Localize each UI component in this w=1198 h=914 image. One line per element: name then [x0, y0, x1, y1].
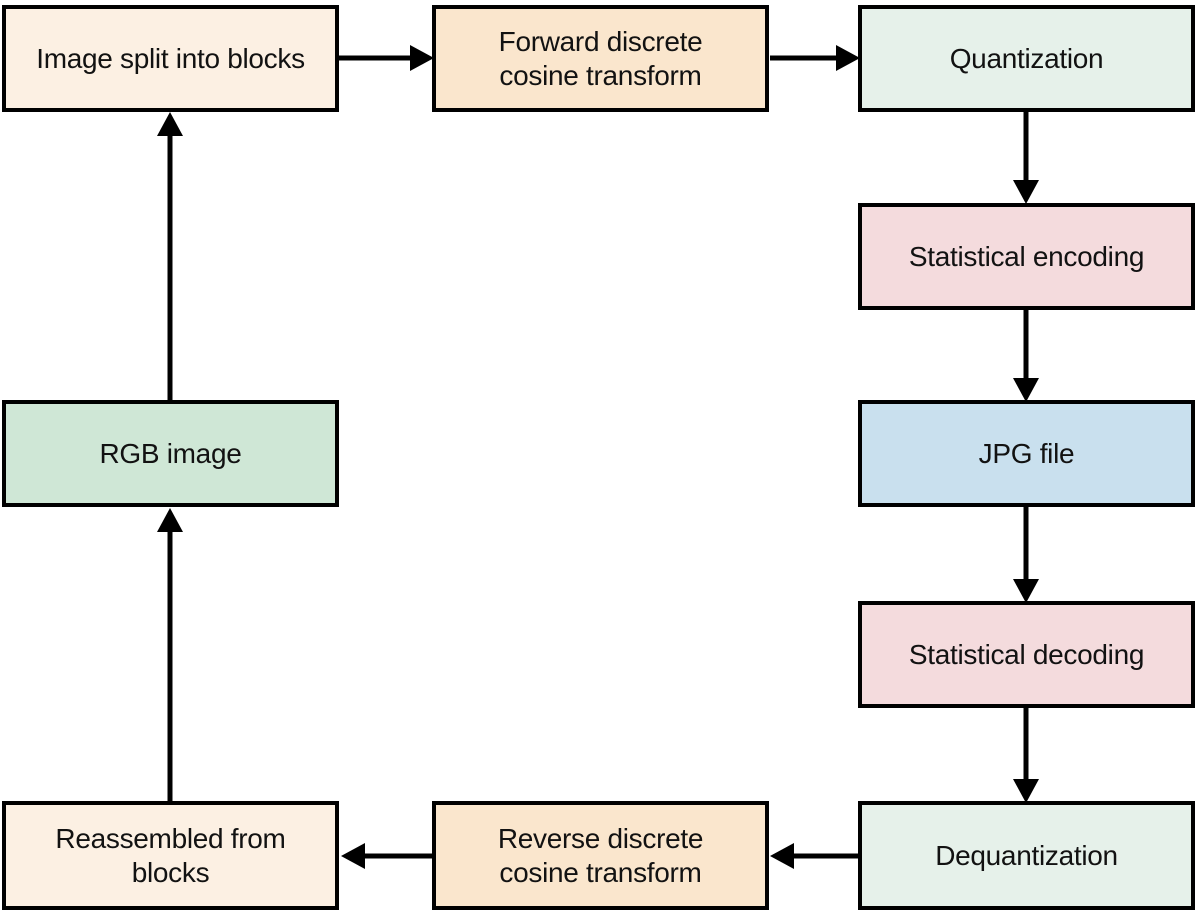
arrow-statistical-decoding-to-dequantization — [1013, 708, 1039, 803]
node-image-split: Image split into blocks — [2, 5, 339, 112]
node-reverse-dct: Reverse discrete cosine transform — [432, 801, 769, 910]
node-reassembled: Reassembled from blocks — [2, 801, 339, 910]
node-statistical-encoding: Statistical encoding — [858, 203, 1195, 310]
arrow-dequantization-to-reverse-dct — [770, 843, 858, 869]
node-rgb-image: RGB image — [2, 400, 339, 507]
node-forward-dct: Forward discrete cosine transform — [432, 5, 769, 112]
node-statistical-decoding: Statistical decoding — [858, 601, 1195, 708]
node-jpg-file: JPG file — [858, 400, 1195, 507]
arrow-rgb-image-to-image-split — [157, 112, 183, 400]
node-quantization: Quantization — [858, 5, 1195, 112]
node-dequantization: Dequantization — [858, 801, 1195, 910]
arrow-image-split-to-forward-dct — [339, 45, 434, 71]
arrow-reverse-dct-to-reassembled — [341, 843, 432, 869]
arrow-jpg-file-to-statistical-decoding — [1013, 507, 1039, 603]
arrow-reassembled-to-rgb-image — [157, 508, 183, 801]
arrow-forward-dct-to-quantization — [770, 45, 860, 71]
arrow-statistical-encoding-to-jpg-file — [1013, 310, 1039, 402]
arrow-quantization-to-statistical-encoding — [1013, 111, 1039, 204]
